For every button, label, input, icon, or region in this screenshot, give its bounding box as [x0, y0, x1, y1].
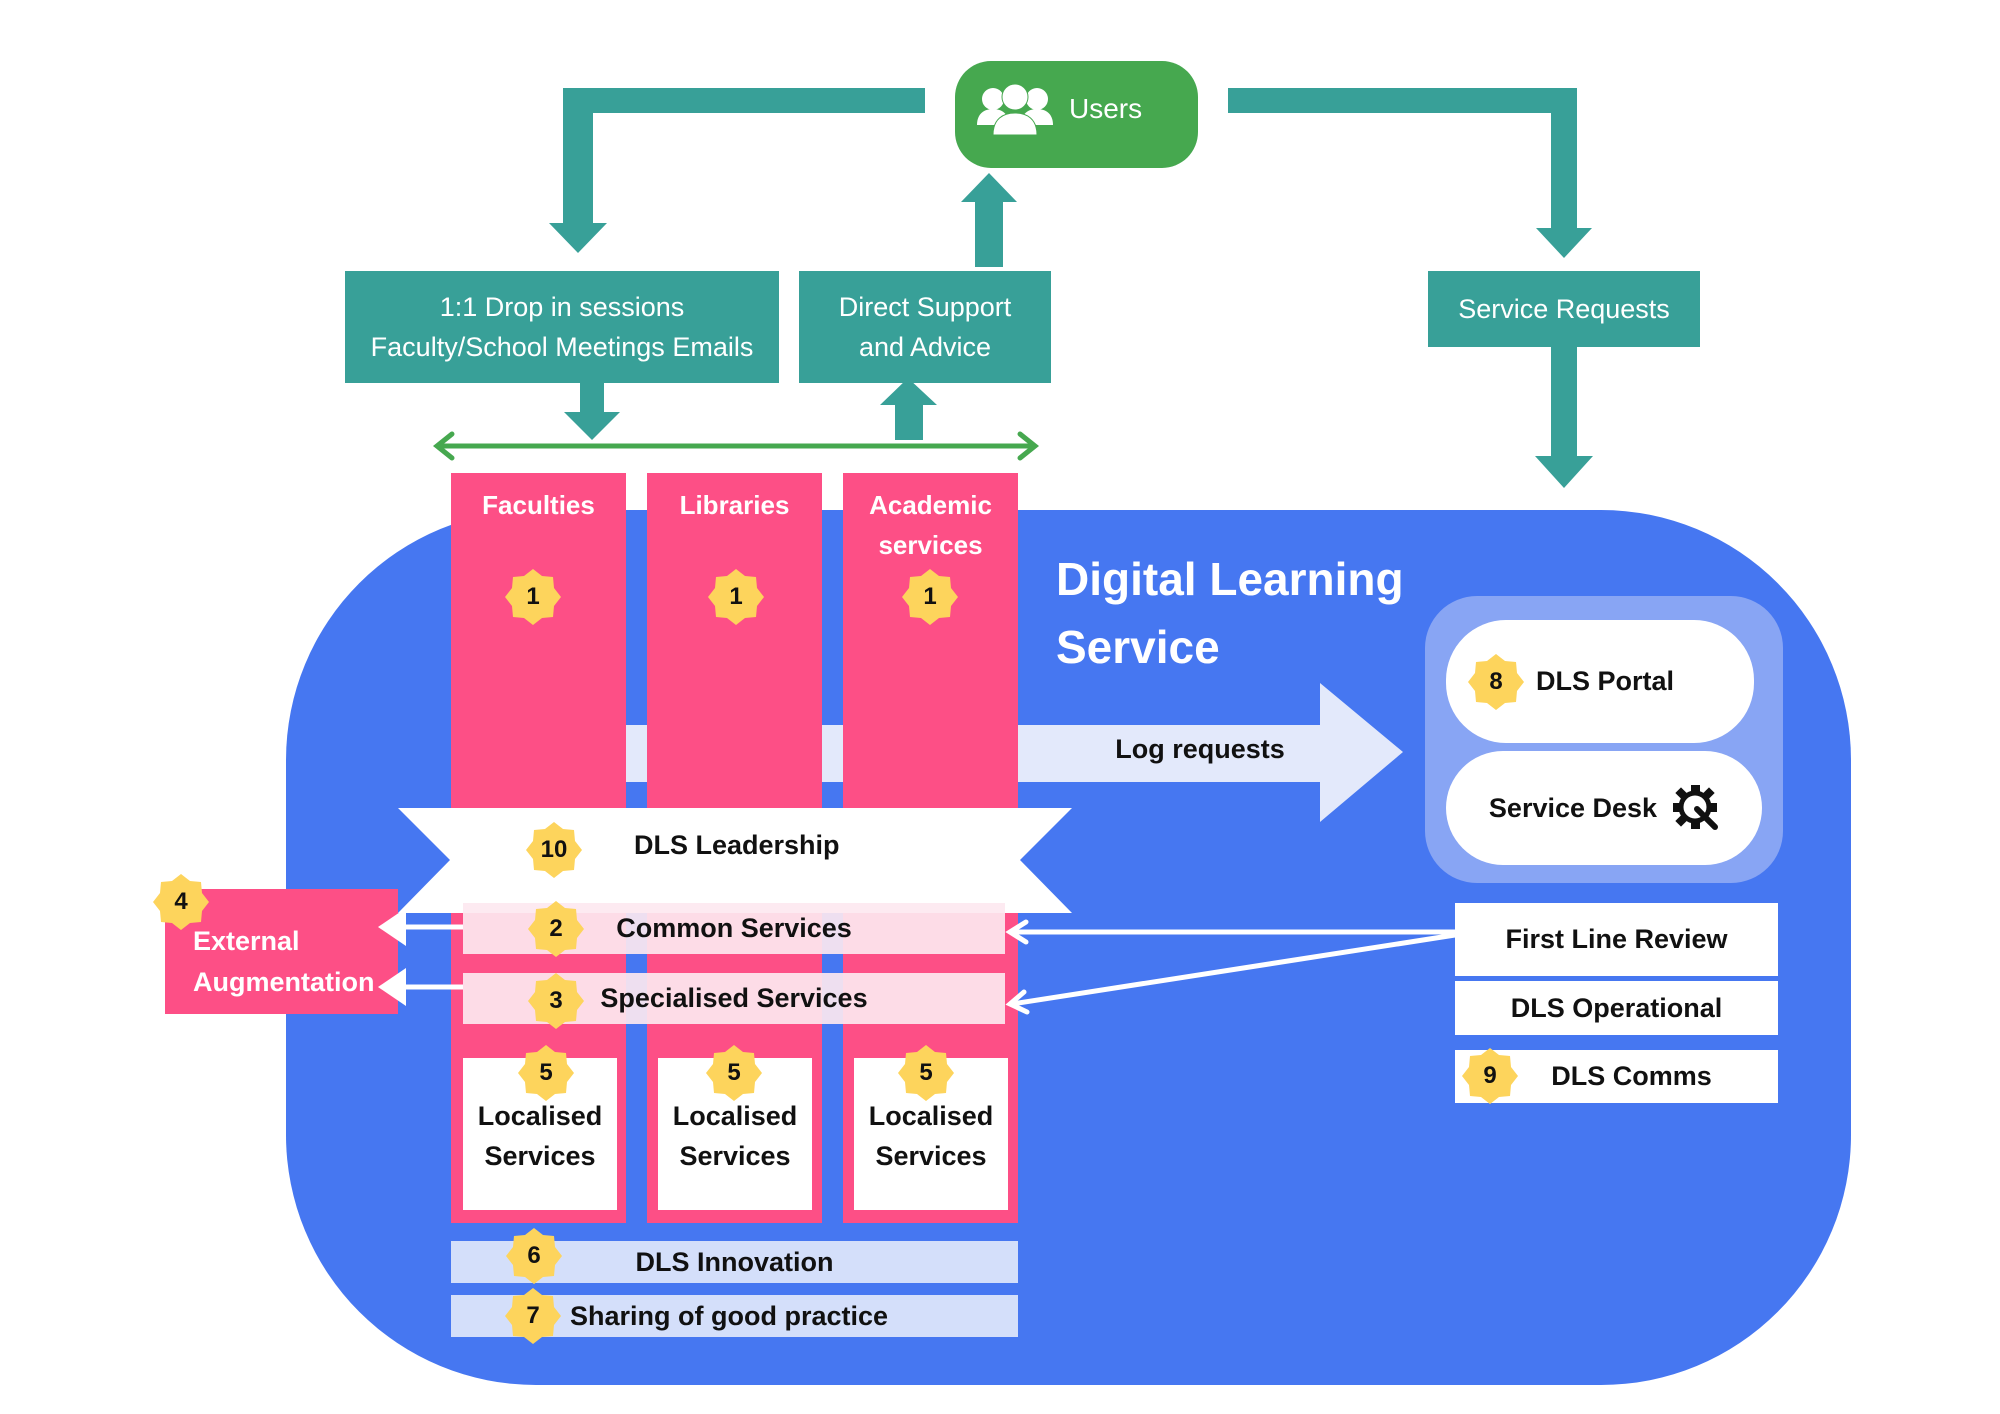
badge-star-icon [505, 1288, 561, 1344]
first-line-review-box[interactable]: First Line Review [1455, 903, 1778, 976]
badge-star-icon [153, 874, 209, 930]
badge-star-icon [898, 1045, 954, 1101]
service-requests-box[interactable]: Service Requests [1428, 271, 1700, 347]
badge-portal: 8 [1468, 653, 1524, 710]
dls-operational-box[interactable]: DLS Operational [1455, 981, 1778, 1035]
dls-portal-pill[interactable]: 8 DLS Portal [1446, 620, 1754, 743]
dls-portal-label: DLS Portal [1536, 666, 1675, 696]
users-label: Users [1069, 93, 1143, 124]
badge-localised-1: 5 [518, 1045, 574, 1101]
green-arrow-right-head [1017, 431, 1040, 461]
arrow-support-to-users [961, 173, 1017, 267]
arrow-columns-to-support [880, 378, 937, 440]
sharing-good-practice-label: Sharing of good practice [570, 1300, 889, 1331]
badge-star-icon [505, 569, 561, 625]
badge-star-icon [1462, 1048, 1518, 1104]
dls-comms-label: DLS Comms [1551, 1061, 1712, 1091]
badge-academic-services: 1 [902, 569, 958, 625]
drop-in-sessions-box[interactable]: 1:1 Drop in sessions Faculty/School Meet… [345, 271, 779, 383]
badge-star-icon [528, 973, 584, 1029]
users-group-icon [977, 83, 1053, 139]
users-node[interactable]: Users [955, 61, 1198, 168]
badge-star-icon [708, 569, 764, 625]
badge-innovation: 6 [506, 1228, 562, 1284]
arrow-requests-to-dls [1535, 345, 1593, 488]
common-services-label: Common Services [616, 913, 852, 943]
arrow-users-to-dropin [549, 88, 925, 253]
column-academic-services-label: Academic services [869, 490, 992, 560]
log-requests-label: Log requests [1115, 734, 1285, 764]
arrow-users-to-requests [1228, 88, 1592, 258]
badge-sharing: 7 [505, 1288, 561, 1344]
gear-wrench-icon [1673, 785, 1719, 831]
localised-services-libraries[interactable]: Localised Services [658, 1058, 812, 1210]
leadership-label[interactable]: DLS Leadership [634, 830, 840, 860]
badge-specialised-services: 3 [528, 973, 584, 1029]
badge-star-icon [706, 1045, 762, 1101]
dls-innovation-label: DLS Innovation [635, 1246, 834, 1277]
service-desk-pill[interactable]: Service Desk [1446, 751, 1762, 865]
badge-libraries: 1 [708, 569, 764, 625]
arrow-dropin-to-columns [564, 378, 620, 440]
badge-faculties: 1 [505, 569, 561, 625]
badge-comms: 9 [1462, 1048, 1518, 1104]
badge-localised-2: 5 [706, 1045, 762, 1101]
dls-title: Digital Learning Service [1056, 553, 1404, 673]
column-libraries-label: Libraries [679, 490, 790, 520]
badge-external: 4 [153, 874, 209, 930]
badge-star-icon [526, 822, 582, 878]
badge-star-icon [528, 901, 584, 957]
external-augmentation-box[interactable]: External Augmentation [165, 889, 398, 1014]
badge-localised-3: 5 [898, 1045, 954, 1101]
specialised-services-label: Specialised Services [600, 983, 868, 1013]
service-desk-label: Service Desk [1488, 792, 1658, 823]
badge-leadership: 10 [526, 822, 582, 878]
badge-star-icon [1468, 653, 1524, 710]
badge-common-services: 2 [528, 901, 584, 957]
column-faculties-label: Faculties [482, 490, 595, 520]
green-arrow-left-head [432, 431, 455, 461]
badge-star-icon [518, 1045, 574, 1101]
badge-star-icon [506, 1228, 562, 1284]
direct-support-box[interactable]: Direct Support and Advice [799, 271, 1051, 383]
badge-star-icon [902, 569, 958, 625]
